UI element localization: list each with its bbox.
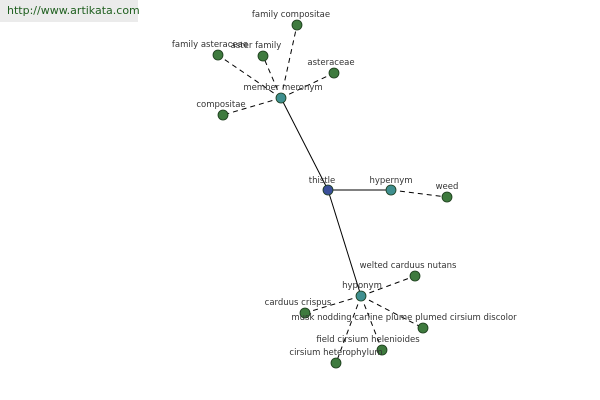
- leaf-node[interactable]: [299, 307, 311, 319]
- edge-leaf-0-2: [262, 55, 282, 99]
- edge-leaf-0-4: [222, 97, 282, 116]
- edge-center-0: [280, 97, 329, 191]
- leaf-node-label[interactable]: asteraceae: [307, 58, 354, 68]
- leaf-node-label[interactable]: field cirsium helenioides: [316, 335, 420, 345]
- edge-leaf-2-2: [360, 295, 424, 329]
- edge-center-2: [327, 189, 362, 297]
- edge-leaf-2-0: [360, 275, 416, 297]
- leaf-node[interactable]: [330, 357, 342, 369]
- leaf-node[interactable]: [257, 50, 269, 62]
- leaf-node-label[interactable]: compositae: [196, 100, 245, 110]
- center-node[interactable]: [322, 184, 334, 196]
- leaf-node[interactable]: [417, 322, 429, 334]
- leaf-node-label[interactable]: welted carduus nutans: [360, 261, 457, 271]
- leaf-node[interactable]: [212, 49, 224, 61]
- leaf-node[interactable]: [291, 19, 303, 31]
- relation-node-label[interactable]: hyponym: [342, 281, 382, 291]
- relation-node-label[interactable]: member meronym: [243, 83, 322, 93]
- leaf-node-label[interactable]: musk nodding carline plume plumed cirsiu…: [291, 313, 517, 323]
- edge-leaf-1-0: [390, 189, 448, 198]
- leaf-node-label[interactable]: weed: [436, 182, 459, 192]
- leaf-node-label[interactable]: family asteraceae: [172, 40, 248, 50]
- leaf-node-label[interactable]: cirsium heterophylum: [289, 348, 382, 358]
- relation-node-label[interactable]: hypernym: [369, 176, 412, 186]
- leaf-node[interactable]: [217, 109, 229, 121]
- edge-leaf-2-1: [304, 295, 362, 314]
- leaf-node-label[interactable]: aster family: [231, 41, 282, 51]
- center-node-label[interactable]: thistle: [309, 176, 335, 186]
- edge-leaf-0-0: [280, 24, 298, 99]
- leaf-node[interactable]: [409, 270, 421, 282]
- leaf-node-label[interactable]: carduus crispus: [265, 298, 332, 308]
- leaf-node-label[interactable]: family compositae: [252, 10, 330, 20]
- edges: [217, 24, 448, 364]
- nodes: [212, 19, 453, 369]
- leaf-node[interactable]: [441, 191, 453, 203]
- leaf-node[interactable]: [328, 67, 340, 79]
- relation-node[interactable]: [385, 184, 397, 196]
- watermark-link[interactable]: http://www.artikata.com: [0, 0, 140, 22]
- edge-leaf-2-3: [360, 295, 383, 351]
- labels: thistle member meronym family compositae fa…: [172, 10, 517, 358]
- edge-leaf-0-3: [280, 72, 335, 99]
- edge-leaf-0-1: [217, 54, 282, 99]
- leaf-node[interactable]: [376, 344, 388, 356]
- relation-node[interactable]: [355, 290, 367, 302]
- edge-leaf-2-4: [335, 295, 362, 364]
- relation-node[interactable]: [275, 92, 287, 104]
